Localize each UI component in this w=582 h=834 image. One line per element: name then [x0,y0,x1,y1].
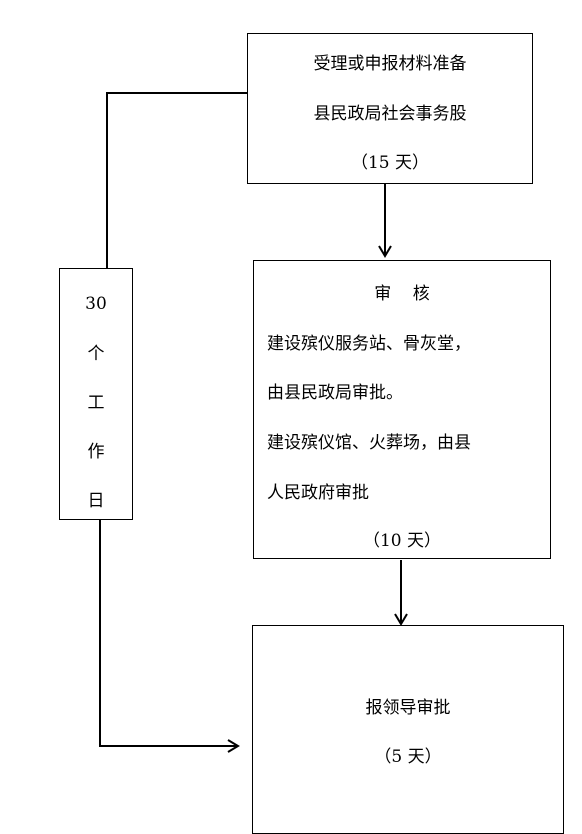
bracket-top-line [106,92,248,268]
step2-line1: 建设殡仪服务站、骨灰堂， [267,334,471,354]
bracket-bottom-line [99,520,238,747]
side-char-ri: 日 [87,491,105,511]
side-working-days-box: 30 个 工 作 日 [59,268,133,520]
side-days-number: 30 [85,294,107,314]
step1-box: 受理或申报材料准备 县民政局社会事务股 （15 天） [247,33,533,184]
step3-title: 报领导审批 [365,698,451,718]
step2-line2: 由县民政局审批。 [267,383,403,403]
side-char-zuo: 作 [87,442,105,462]
step2-duration: （10 天） [362,531,442,551]
step1-department: 县民政局社会事务股 [313,104,467,124]
step3-duration: （5 天） [374,747,442,767]
arrowhead-step2-to-step3 [394,613,408,626]
side-char-gong: 工 [87,393,105,413]
step2-heading: 审 核 [374,284,430,304]
step2-line3: 建设殡仪馆、火葬场，由县 [267,433,471,453]
arrowhead-step1-to-step2 [378,245,392,258]
step2-line4: 人民政府审批 [267,483,369,503]
side-char-ge: 个 [87,344,105,364]
step2-box: 审 核 建设殡仪服务站、骨灰堂， 由县民政局审批。 建设殡仪馆、火葬场，由县 人… [253,260,551,559]
arrowhead-to-step3 [227,739,240,753]
step3-box: 报领导审批 （5 天） [252,625,564,834]
step1-title: 受理或申报材料准备 [313,54,467,74]
step1-duration: （15 天） [350,153,430,173]
